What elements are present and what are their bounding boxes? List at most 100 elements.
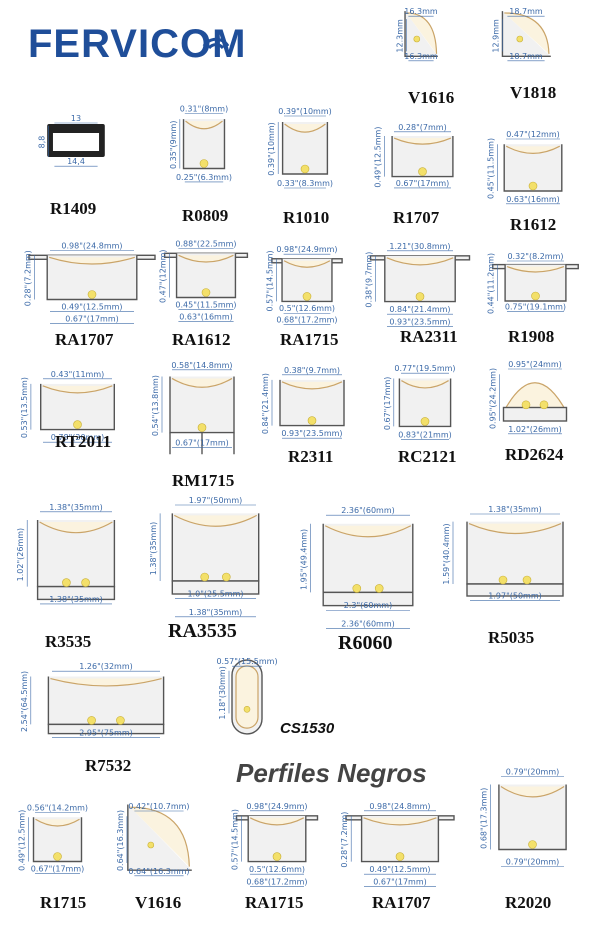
dimension-label: 0.98"(24.9mm) bbox=[276, 245, 337, 254]
dimension-label: 14,4 bbox=[67, 157, 85, 166]
profile-drawing-cs1530: 0.57"(15.5mm)1.18"(30mm) bbox=[216, 657, 278, 735]
dimension-label: 2.36"(60mm) bbox=[341, 620, 395, 629]
dimension-label: 0.44"(11.2mm) bbox=[487, 253, 496, 314]
profile-drawing-r1908: 0.32"(8.2mm)0.44"(11.2mm)0.75"(19.1mm) bbox=[487, 252, 579, 314]
profile-code-ra1707: RA1707 bbox=[55, 330, 114, 349]
profile-drawing-ra1707: 0.98"(24.8mm)0.28"(7.2mm)0.49"(12.5mm)0.… bbox=[23, 242, 156, 324]
profile-code-r2311: R2311 bbox=[288, 447, 334, 466]
profile-drawing-r0809: 0.31"(8mm)0.35"(9mm)0.25"(6.3mm) bbox=[169, 105, 232, 183]
profile-code-r7532: R7532 bbox=[85, 756, 132, 775]
dimension-label: 0.67"(17mm) bbox=[175, 439, 229, 448]
profile-drawing-r7532: 1.26"(32mm)2.54"(64.5mm)2.95"(75mm) bbox=[20, 662, 165, 738]
dimension-label: 0.58"(14.8mm) bbox=[171, 361, 232, 370]
brand-name: FERVICOM bbox=[28, 22, 247, 66]
profile-code-rc2121: RC2121 bbox=[398, 447, 457, 466]
dimension-label: 2.54"(64.5mm) bbox=[20, 671, 29, 732]
dimension-label: 1.38"(35mm) bbox=[488, 505, 542, 514]
dimension-label: 0.63"(16mm) bbox=[506, 195, 560, 204]
profile-code-ra1612: RA1612 bbox=[172, 330, 231, 349]
dimension-label: 0.98"(24.8mm) bbox=[369, 802, 430, 811]
dimension-label: 0.77"(19.5mm) bbox=[394, 364, 455, 373]
dimension-label: 0.57"(15.5mm) bbox=[216, 657, 277, 666]
dimension-label: 0.93"(23.5mm) bbox=[389, 317, 450, 326]
profile-code-rm1715: RM1715 bbox=[172, 471, 235, 490]
dimension-label: 0.84"(21.4mm) bbox=[261, 373, 270, 434]
profile-drawing-r1707: 0.28"(7mm)0.49"(12.5mm)0.67"(17mm) bbox=[374, 123, 454, 189]
profile-code-v1818: V1818 bbox=[510, 83, 557, 102]
dimension-label: 1.97"(50mm) bbox=[488, 591, 542, 600]
dimension-label: 0.78"(20mm) bbox=[51, 433, 105, 442]
dimension-label: 0.57"(14.5mm) bbox=[230, 809, 239, 870]
dimension-label: 0.32"(8.2mm) bbox=[507, 252, 563, 261]
dimension-label: 1.59"(40.4mm) bbox=[442, 523, 451, 584]
dimension-label: 1.21"(30.8mm) bbox=[389, 242, 450, 251]
dimension-label: 0.31"(8mm) bbox=[180, 105, 228, 114]
dimension-label: 0.83"(21mm) bbox=[398, 430, 452, 439]
profile-drawing-rc2121: 0.77"(19.5mm)0.67"(17mm)0.83"(21mm) bbox=[383, 364, 456, 440]
profile-code-cs1530: CS1530 bbox=[280, 720, 335, 737]
profile-drawing-ra1715: 0.98"(24.9mm)0.57"(14.5mm)0.5"(12.6mm)0.… bbox=[266, 245, 343, 326]
dimension-label: 0.42"(10.7mm) bbox=[128, 802, 189, 811]
profile-code-r6060: R6060 bbox=[338, 632, 393, 654]
profile-code-r0809: R0809 bbox=[182, 206, 229, 225]
dimension-label: 0.49"(12.5mm) bbox=[18, 810, 27, 871]
dimension-label: 2.36"(60mm) bbox=[341, 506, 395, 515]
profile-code-b_v1616: V1616 bbox=[135, 893, 182, 912]
dimension-label: 0.49"(12.5mm) bbox=[374, 127, 383, 188]
dimension-label: 16.3mm bbox=[404, 52, 438, 61]
dimension-label: 0.38"(9.7mm) bbox=[284, 366, 340, 375]
dimension-label: 0.45"(11.5mm) bbox=[175, 301, 236, 310]
profile-drawing-rd2624: 0.95"(24mm) 0.95"(24.2mm) 1.02"(26mm) bbox=[488, 360, 568, 435]
profile-drawing-b_r1715: 0.56"(14.2mm)0.49"(12.5mm)0.67"(17mm) bbox=[18, 804, 88, 874]
dimension-label: 0.49"(12.5mm) bbox=[369, 865, 430, 874]
dimension-label: 0.84"(21.4mm) bbox=[389, 305, 450, 314]
dimension-label: 0.43"(11mm) bbox=[51, 370, 105, 379]
profile-drawing-b_r2020: 0.79"(20mm)0.68"(17.3mm)0.79"(20mm) bbox=[479, 768, 567, 867]
dimension-label: 0.93"(23.5mm) bbox=[281, 429, 342, 438]
dimension-label: 1.02"(26mm) bbox=[16, 528, 25, 582]
profile-code-r1409: R1409 bbox=[50, 199, 97, 218]
dimension-label: 2.3"(60mm) bbox=[344, 601, 392, 610]
dimension-label: 0.68"(17.3mm) bbox=[479, 788, 488, 849]
profile-code-v1616: V1616 bbox=[408, 88, 455, 107]
profile-drawing-b_ra1707: 0.98"(24.8mm) 0.28"(7.2mm) 0.49"(12.5mm) 0.… bbox=[340, 802, 455, 887]
profile-code-r1908: R1908 bbox=[508, 327, 555, 346]
dimension-label: 1.97"(50mm) bbox=[189, 496, 243, 505]
dimension-label: 0.39"(10mm) bbox=[278, 107, 332, 116]
dimension-label: 0.95"(24.2mm) bbox=[488, 368, 497, 429]
dimension-label: 0.28"(7.2mm) bbox=[340, 812, 349, 868]
profile-code-r1707: R1707 bbox=[393, 208, 440, 227]
profile-drawing-r2311: 0.38"(9.7mm) 0.84"(21.4mm) 0.93"(23.5mm) bbox=[261, 366, 345, 439]
profile-code-b_ra1707: RA1707 bbox=[372, 893, 431, 912]
profile-code-b_ra1715: RA1715 bbox=[245, 893, 304, 912]
dimension-label: 12.3mm bbox=[396, 19, 405, 53]
dimension-label: 0.95"(24mm) bbox=[508, 360, 562, 369]
profile-drawing-r1612: 0.47"(12mm)0.45"(11.5mm)0.63"(16mm) bbox=[486, 130, 563, 205]
dimension-label: 0.28"(7mm) bbox=[398, 123, 446, 132]
profile-drawing-rt2011: 0.43"(11mm)0.53"(13.5mm)0.78"(20mm) bbox=[20, 370, 115, 443]
profile-code-ra1715: RA1715 bbox=[280, 330, 339, 349]
profile-drawing-r1010: 0.39"(10mm)0.39"(10mm)0.33"(8.3mm) bbox=[267, 107, 333, 189]
dimension-label: 0.67"(17mm) bbox=[373, 877, 427, 886]
profile-drawing-ra1612: 0.88"(22.5mm)0.47"(12mm)0.45"(11.5mm)0.6… bbox=[159, 240, 249, 322]
profile-code-r1010: R1010 bbox=[283, 208, 330, 227]
dimension-label: 0.63"(16mm) bbox=[179, 313, 233, 322]
profile-drawing-r3535: 1.38"(35mm) 1.02"(26mm) 1.38"(35mm) bbox=[16, 503, 116, 605]
dimension-label: 1.02"(26mm) bbox=[508, 425, 562, 434]
profile-code-ra2311: RA2311 bbox=[400, 327, 458, 346]
dimension-label: 0.79"(20mm) bbox=[506, 858, 560, 867]
dimension-label: 1.38"(35mm) bbox=[49, 595, 103, 604]
dimension-label: 12.9mm bbox=[492, 19, 501, 53]
dimension-label: 1.38"(35mm) bbox=[49, 503, 103, 512]
dimension-label: 1.95"(49.4mm) bbox=[299, 529, 308, 590]
dimension-label: 0.98"(24.8mm) bbox=[61, 242, 122, 251]
dimension-label: 0.98"(24.9mm) bbox=[246, 802, 307, 811]
dimension-label: 1.38"(35mm) bbox=[149, 522, 158, 576]
profile-code-rt2011: RT2011 bbox=[55, 432, 112, 451]
dimension-label: 0.68"(17.2mm) bbox=[246, 877, 307, 886]
dimension-label: 0.45"(11.5mm) bbox=[486, 138, 495, 199]
dimension-label: 1.18"(30mm) bbox=[218, 666, 227, 720]
dimension-label: 16.3mm bbox=[404, 7, 438, 16]
dimension-label: 0.64"(16.3mm) bbox=[116, 810, 125, 871]
